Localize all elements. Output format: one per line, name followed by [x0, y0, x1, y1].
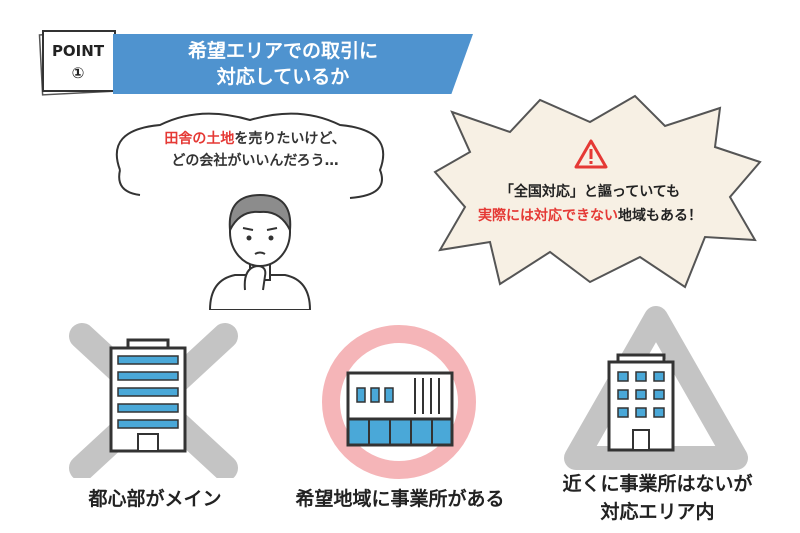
small-building-icon — [607, 353, 675, 452]
point-number: ① — [71, 64, 85, 82]
thought-line-1: を売りたいけど、 — [234, 131, 346, 147]
warning-icon — [574, 139, 608, 169]
point-badge: POINT ① — [38, 28, 118, 96]
banner-line-2: 対応しているか — [216, 66, 350, 88]
warning-burst — [433, 94, 762, 289]
option-circle-label: 希望地域に事業所がある — [295, 488, 505, 510]
warning-line-2: 地域もある！ — [618, 208, 702, 224]
thought-red-text: 田舎の土地 — [164, 131, 235, 147]
thought-bubble — [115, 112, 385, 199]
banner-line-1: 希望エリアでの取引に — [187, 40, 378, 62]
thought-text: 田舎の土地を売りたいけど、 どの会社がいいんだろう… — [130, 128, 380, 172]
circle-mark — [322, 325, 476, 479]
option-triangle-label-line-2: 対応エリア内 — [600, 501, 715, 523]
warning-line-1: 「全国対応」と謳っていても — [499, 184, 681, 200]
option-triangle-label-line-1: 近くに事業所はないが — [562, 473, 753, 495]
skyscraper-icon — [109, 338, 187, 453]
option-triangle-label: 近くに事業所はないが 対応エリア内 — [545, 470, 770, 526]
title-banner: 希望エリアでの取引に 対応しているか — [113, 34, 473, 94]
warning-red-text: 実際には対応できない — [478, 208, 618, 224]
office-building-icon — [346, 371, 454, 447]
point-label: POINT — [51, 42, 105, 60]
option-cross-label: 都心部がメイン — [88, 488, 222, 510]
warning-text: 「全国対応」と謳っていても 実際には対応できない地域もある！ — [455, 180, 725, 228]
worried-person-illustration — [208, 193, 312, 310]
thought-line-2: どの会社がいいんだろう… — [171, 153, 339, 169]
